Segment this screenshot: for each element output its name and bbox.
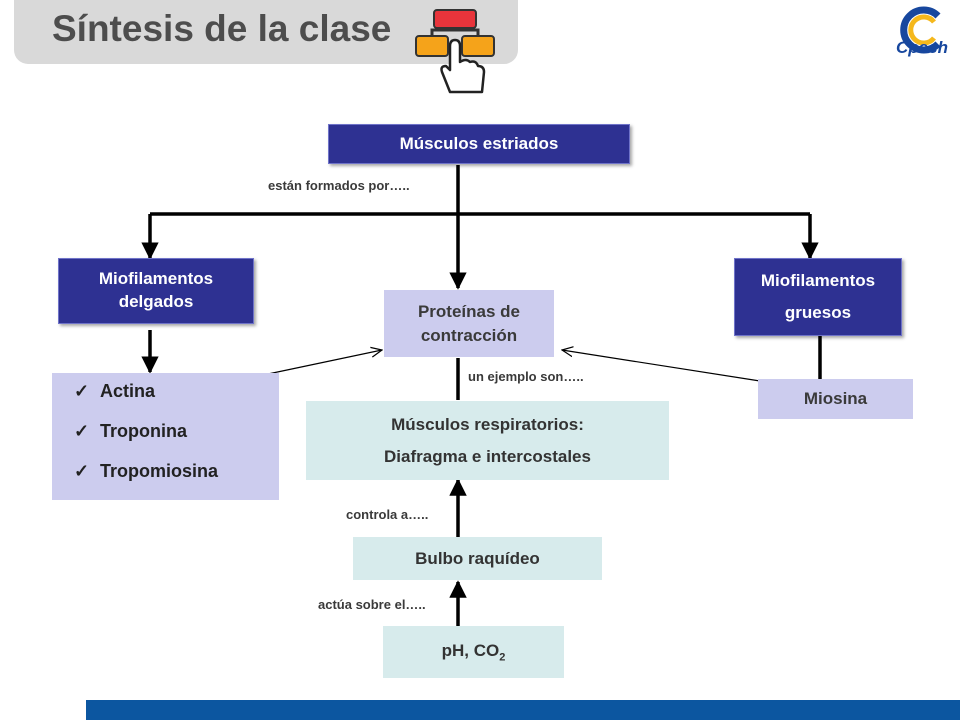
node-thin-proteins: ✓Actina ✓Troponina ✓Tropomiosina	[52, 373, 279, 500]
node-thin-filaments: Miofilamentos delgados	[58, 258, 254, 324]
cpech-logo-text: Cpech	[896, 38, 948, 57]
node-striated-muscles: Músculos estriados	[328, 124, 630, 164]
node-contraction-proteins: Proteínas de contracción	[384, 290, 554, 357]
checkmark-icon: ✓	[74, 381, 90, 401]
checkmark-icon: ✓	[74, 421, 90, 441]
list-item: ✓Troponina	[74, 421, 187, 441]
node-medulla: Bulbo raquídeo	[353, 537, 602, 580]
list-item: ✓Tropomiosina	[74, 461, 219, 481]
arrow-thin-proteins-to-contraction	[267, 350, 382, 375]
label-formed-by: están formados por…..	[268, 178, 410, 193]
footer-bar	[86, 700, 960, 720]
node-thick-filaments: Miofilamentos gruesos	[734, 258, 902, 336]
checkmark-icon: ✓	[74, 461, 90, 481]
label-controls: controla a…..	[346, 507, 429, 522]
label-acts-on: actúa sobre el…..	[318, 597, 426, 612]
node-respiratory-muscles: Músculos respiratorios: Diafragma e inte…	[306, 401, 669, 480]
cpech-logo-icon	[900, 6, 941, 54]
list-item: ✓Actina	[74, 381, 156, 401]
label-example: un ejemplo son…..	[468, 369, 584, 384]
arrow-myosin-to-contraction	[562, 350, 761, 382]
node-myosin: Miosina	[758, 379, 913, 419]
node-ph-co2: pH, CO2	[383, 626, 564, 678]
page-title: Síntesis de la clase	[52, 8, 392, 49]
flowchart-hand-icon	[415, 9, 495, 94]
